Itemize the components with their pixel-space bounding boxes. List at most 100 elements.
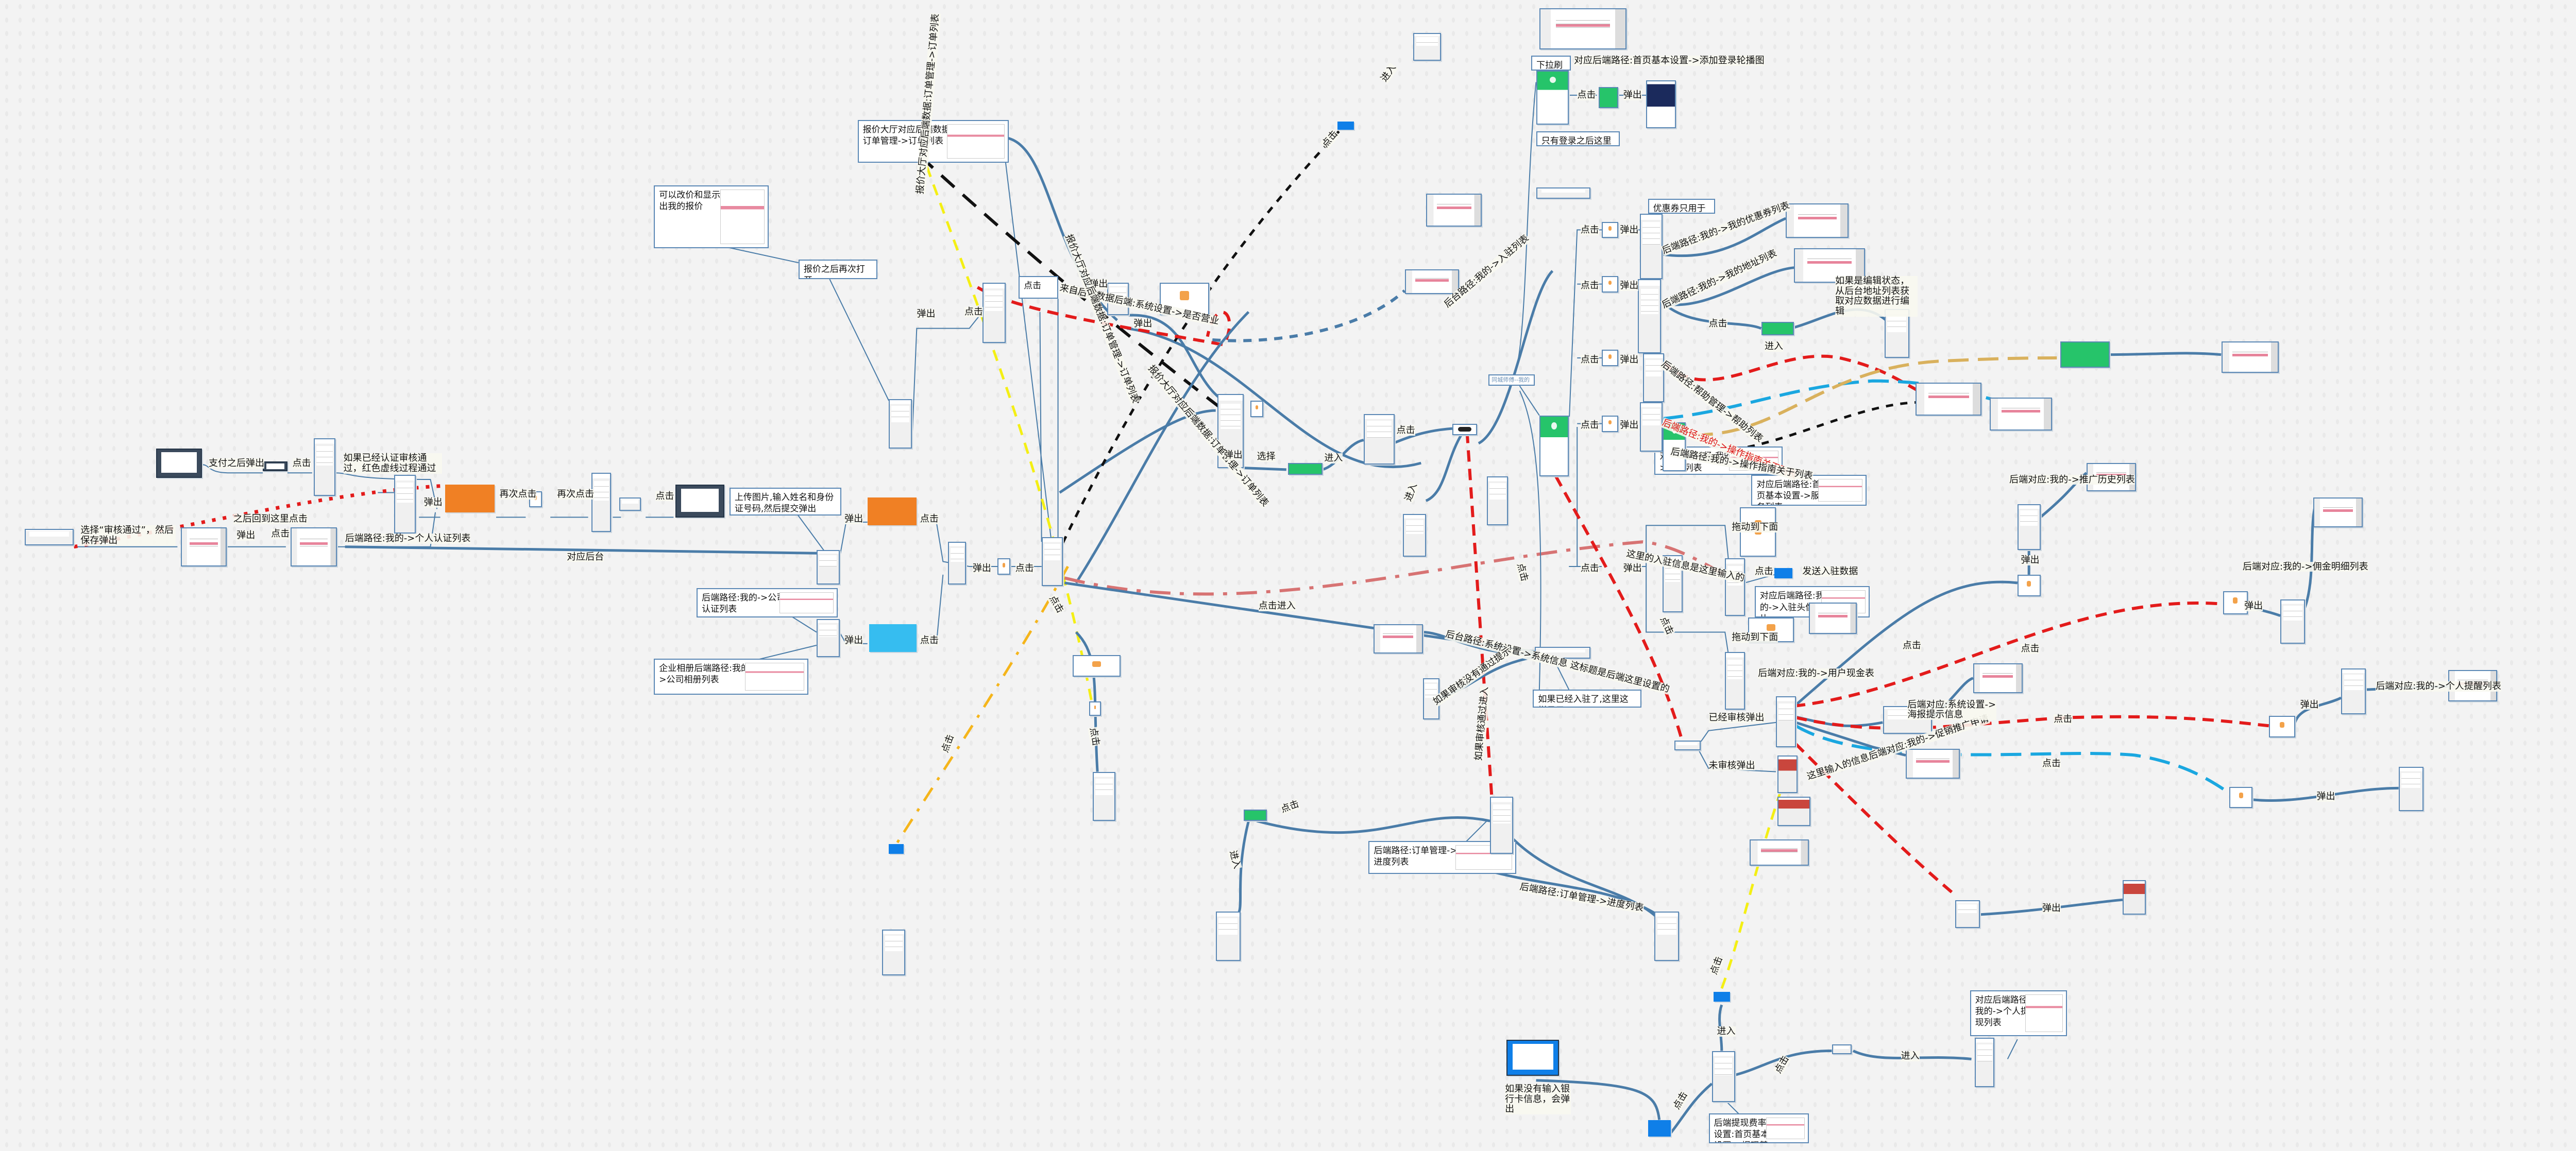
connector [1663,218,1786,256]
select-button-screenshot[interactable] [1288,463,1323,475]
promotion-icon[interactable] [2018,575,2041,596]
connector [1052,131,1339,566]
phone-screenshot[interactable] [1092,771,1116,821]
phone-screenshot[interactable] [889,399,912,449]
add-address-button[interactable] [1761,322,1794,335]
phone-screenshot[interactable] [394,474,416,534]
phone-screenshot[interactable] [1654,911,1680,961]
company-cert-card[interactable] [869,624,917,652]
detail-button[interactable] [1832,1044,1852,1055]
phone-screenshot[interactable] [1955,900,1980,928]
admin-screenshot[interactable] [1989,397,2053,431]
phone-screenshot[interactable] [2280,599,2306,644]
green-button-screenshot[interactable] [1244,810,1267,821]
phone-screenshot[interactable] [1413,32,1441,61]
phone-screenshot[interactable] [1639,402,1663,452]
modal-screenshot[interactable] [156,448,202,478]
click-quote-hall-node[interactable]: 点击 [1019,276,1058,299]
phone-screenshot[interactable] [1975,1038,1995,1088]
phone-screenshot[interactable] [2018,504,2041,551]
quote-icon[interactable] [1250,401,1264,417]
edge-label: 弹出 [1133,318,1153,329]
admin-screenshot[interactable] [1404,269,1459,294]
settle-now-button[interactable] [1774,568,1793,578]
phone-screenshot[interactable] [2398,767,2424,812]
stats-icon[interactable] [2229,786,2253,808]
login-popup-screenshot[interactable] [1646,80,1676,128]
connector [2246,501,2316,615]
edge-label: 弹出 [2021,554,2040,565]
cert-icon[interactable] [997,558,1011,575]
phone-screenshot[interactable] [1711,1051,1735,1102]
admin-screenshot[interactable] [1374,624,1423,654]
enter-button-screenshot[interactable] [1337,121,1354,130]
admin-screenshot[interactable] [180,527,227,567]
withdraw-submit-button[interactable] [1648,1120,1671,1137]
share-bar-screenshot[interactable] [1536,187,1590,199]
modal-screenshot[interactable] [675,484,725,518]
login-phone-screenshot[interactable] [1536,71,1569,125]
mine-root-node[interactable]: 同城师傅--我的 [1488,374,1535,386]
admin-screenshot[interactable] [1973,663,2023,693]
pay-button-screenshot[interactable] [263,461,288,472]
phone-screenshot[interactable] [882,929,906,976]
mine-phone-screenshot[interactable] [1539,415,1569,476]
dialog-screenshot[interactable] [24,528,74,545]
blue-button-screenshot[interactable] [889,844,904,854]
phone-screenshot[interactable] [982,282,1006,343]
order-icon[interactable] [1089,701,1101,716]
phone-screenshot[interactable] [619,497,641,511]
coupon-icon[interactable] [1602,221,1619,238]
connector [1244,428,1452,470]
withdraw-button[interactable] [1714,992,1730,1002]
admin-screenshot[interactable] [1539,8,1627,49]
service-card[interactable] [2060,341,2110,368]
reminder-icon[interactable] [2269,716,2296,737]
admin-screenshot[interactable] [1916,383,1981,416]
personal-cert-card[interactable] [445,484,495,512]
orders-icons-card[interactable] [1073,655,1121,677]
note-text: 后端提现费率设置:首页基本设置->提现基本设置 [1714,1118,1770,1142]
poster-phone-screenshot[interactable] [2123,880,2146,915]
phone-screenshot[interactable] [816,619,840,657]
phone-screenshot[interactable] [1041,537,1063,587]
phone-screenshot[interactable] [816,550,840,585]
admin-screenshot[interactable] [1750,839,1809,866]
bank-modal-screenshot[interactable] [1506,1039,1560,1076]
admin-screenshot[interactable] [1426,194,1482,227]
login-button-screenshot[interactable] [1598,87,1619,109]
phone-screenshot[interactable] [1487,476,1509,526]
personal-cert-card[interactable] [867,497,917,526]
promo-phone-screenshot[interactable] [1776,696,1796,747]
promo-bar-screenshot[interactable] [1674,741,1701,751]
submit-button-screenshot[interactable] [1452,423,1477,436]
phone-screenshot[interactable] [1725,558,1745,616]
guide-icon[interactable] [1602,415,1619,432]
phone-screenshot[interactable] [948,542,967,585]
admin-screenshot[interactable] [1906,749,1960,779]
admin-screenshot[interactable] [1809,603,1857,634]
admin-screenshot[interactable] [2313,497,2363,527]
phone-screenshot[interactable] [2341,668,2366,715]
poster-phone-screenshot[interactable] [1777,755,1798,794]
phone-screenshot[interactable] [1403,514,1427,557]
address-icon[interactable] [1602,276,1619,293]
phone-screenshot[interactable] [1639,213,1663,280]
phone-screenshot[interactable] [1215,911,1241,961]
admin-screenshot[interactable] [1786,203,1849,238]
phone-screenshot[interactable] [314,438,335,496]
phone-screenshot[interactable] [591,473,612,532]
phone-screenshot[interactable] [1490,796,1514,854]
settled-show-note: 如果已经入驻了,这里这样显示 [1533,690,1641,708]
poster-screenshot[interactable] [1777,796,1811,827]
phone-screenshot[interactable] [1363,414,1395,465]
phone-screenshot[interactable] [1725,652,1745,710]
help-icon[interactable] [1602,350,1619,367]
admin-screenshot[interactable] [2221,341,2279,373]
phone-screenshot[interactable] [1638,279,1662,353]
phone-screenshot[interactable] [1884,308,1909,358]
edge-label: 对应后端路径:首页基本设置->添加登录轮播图 [1574,55,1765,66]
phone-screenshot[interactable] [1643,353,1665,403]
admin-screenshot[interactable] [291,527,337,567]
